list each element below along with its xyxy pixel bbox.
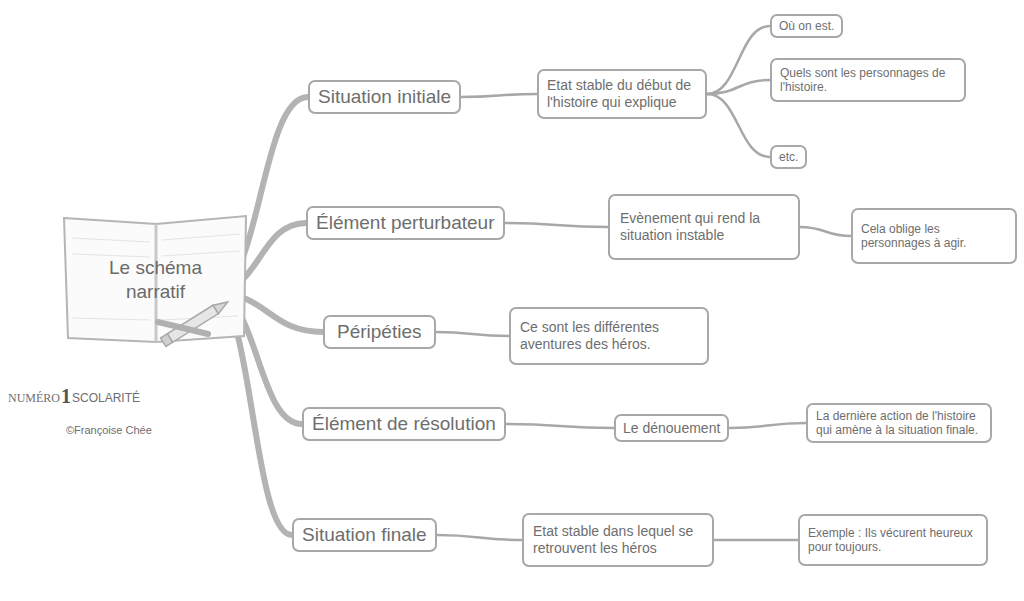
node-text: etc. <box>779 150 798 164</box>
level3-box: etc. <box>770 145 807 169</box>
node-text: Evènement qui rend la situation instable <box>620 210 788 244</box>
logo-number: 1 <box>61 385 71 408</box>
notebook-node: Le schéma narratif <box>58 210 253 360</box>
level2-box: Etat stable du début de l'histoire qui e… <box>537 69 707 119</box>
level3-box: Exemple : Ils vécurent heureux pour touj… <box>798 514 988 567</box>
diagram-title-text: Le schéma narratif <box>88 256 223 304</box>
level3-box: La dernière action de l'histoire qui amè… <box>806 403 992 444</box>
level2-box: Le dénouement <box>614 414 729 443</box>
level1-box: Élément de résolution <box>302 407 506 442</box>
level3-box: Où on est. <box>770 14 843 38</box>
level3-box: Cela oblige les personnages à agir. <box>851 208 1017 265</box>
branch-connector <box>437 535 522 540</box>
branch-connector <box>506 424 614 428</box>
node-text: Élément de résolution <box>312 413 496 436</box>
branch-connector <box>714 539 798 542</box>
branch-connector <box>436 332 510 336</box>
node-text: Etat stable du début de l'histoire qui e… <box>547 77 697 111</box>
level2-box: Evènement qui rend la situation instable <box>608 194 800 260</box>
node-text: Ce sont les différentes aventures des hé… <box>520 319 698 353</box>
level1-box: Situation finale <box>292 518 437 553</box>
node-text: Élément perturbateur <box>316 212 495 235</box>
branch-connector <box>707 94 770 157</box>
logo-text: NUMÉRO <box>8 391 60 406</box>
branch-connector <box>707 80 770 94</box>
node-text: Situation initiale <box>318 86 451 109</box>
level1-box: Situation initiale <box>308 80 461 115</box>
level2-box: Etat stable dans lequel se retrouvent le… <box>522 513 714 567</box>
level1-box: Péripéties <box>323 315 436 350</box>
node-text: Cela oblige les personnages à agir. <box>861 222 1007 251</box>
level2-box: Ce sont les différentes aventures des hé… <box>509 307 709 365</box>
branch-connector <box>505 223 609 227</box>
node-text: Quels sont les personnages de l'histoire… <box>780 66 956 95</box>
branch-connector <box>800 227 851 236</box>
node-text: Où on est. <box>779 19 834 33</box>
copyright-note: ©Françoise Chée <box>66 424 152 436</box>
node-text: Etat stable dans lequel se retrouvent le… <box>533 523 703 557</box>
branch-connector <box>707 26 770 94</box>
node-text: Péripéties <box>337 321 422 344</box>
branch-connector <box>461 94 537 97</box>
node-text: Exemple : Ils vécurent heureux pour touj… <box>808 526 978 555</box>
level3-box: Quels sont les personnages de l'histoire… <box>770 58 966 103</box>
node-text: La dernière action de l'histoire qui amè… <box>816 409 982 438</box>
node-text: Le dénouement <box>623 420 720 437</box>
logo-text: SCOLARITÉ <box>72 391 140 405</box>
branch-connector <box>729 423 806 428</box>
node-text: Situation finale <box>302 524 427 547</box>
level1-box: Élément perturbateur <box>306 206 505 241</box>
